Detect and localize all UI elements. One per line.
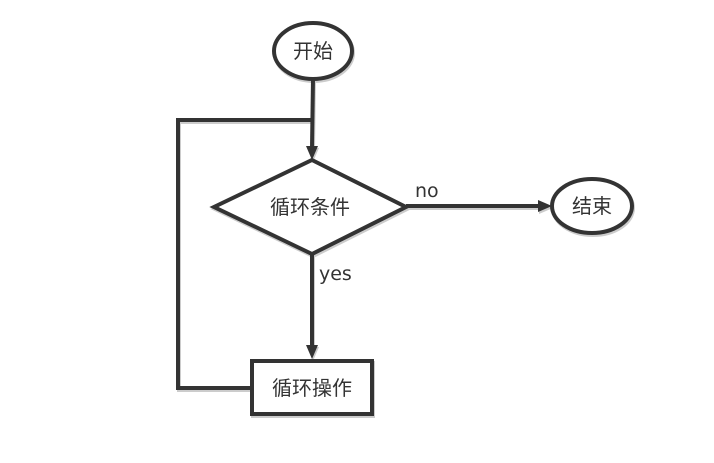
loop-operation-node-label: 循环操作 bbox=[272, 376, 352, 400]
node-end bbox=[550, 177, 634, 235]
node-start bbox=[272, 21, 354, 81]
edge-start-to-condition bbox=[310, 78, 315, 149]
end-node-label: 结束 bbox=[572, 194, 612, 218]
start-node-label: 开始 bbox=[293, 39, 333, 63]
arrowhead-into-operation bbox=[306, 345, 318, 359]
flowchart-strokes bbox=[176, 21, 634, 416]
arrowhead-into-end bbox=[538, 200, 552, 212]
edge-operation-loopback bbox=[176, 118, 312, 390]
node-loop-operation bbox=[250, 359, 374, 416]
no-branch-label: no bbox=[415, 180, 439, 202]
node-loop-condition bbox=[209, 157, 411, 257]
loop-condition-node-label: 循环条件 bbox=[270, 195, 350, 219]
yes-branch-label: yes bbox=[319, 263, 352, 285]
arrowhead-into-condition bbox=[306, 146, 318, 160]
